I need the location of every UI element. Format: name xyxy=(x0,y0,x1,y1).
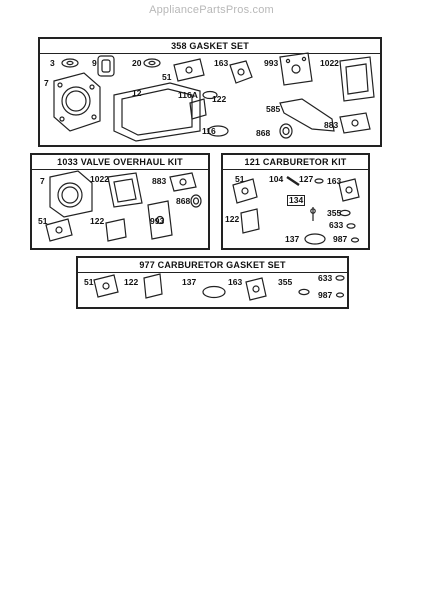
part-label: 868 xyxy=(256,128,271,138)
carburetor-gasket-set-panel: 977 CARBURETOR GASKET SET 51 122 137 163… xyxy=(76,256,349,309)
part-label: 116 xyxy=(202,126,216,136)
part-label: 51 xyxy=(235,174,245,184)
gasket-set-panel: 358 GASKET SET xyxy=(38,37,382,147)
part-label: 1022 xyxy=(90,174,109,184)
part-label: 122 xyxy=(212,94,227,104)
part-label: 3 xyxy=(50,58,55,68)
part-label: 51 xyxy=(84,277,94,287)
part-label: 7 xyxy=(44,78,49,88)
part-label: 163 xyxy=(228,277,243,287)
panel-title: 1033 VALVE OVERHAUL KIT xyxy=(32,155,208,170)
part-label: 137 xyxy=(182,277,197,287)
valve-kit-drawing xyxy=(45,170,202,242)
part-label: 20 xyxy=(132,58,142,68)
watermark: AppliancePartsPros.com xyxy=(149,4,274,16)
part-label: 883 xyxy=(324,120,339,130)
carburetor-kit-panel: 121 CARBURETOR KIT 51 104 127 163 xyxy=(221,153,370,250)
part-label: 585 xyxy=(266,104,281,114)
part-label: 137 xyxy=(285,234,300,244)
part-label: 122 xyxy=(90,216,105,226)
part-label: 868 xyxy=(176,196,191,206)
valve-overhaul-kit-panel: 1033 VALVE OVERHAUL KIT 7 1022 883 868 5… xyxy=(30,153,210,250)
part-label: 355 xyxy=(327,208,342,218)
carb-gasket-drawing xyxy=(93,273,345,301)
part-label: 987 xyxy=(318,290,333,300)
part-label: 104 xyxy=(269,174,284,184)
part-label: 163 xyxy=(214,58,229,68)
part-label-boxed: 134 xyxy=(287,195,306,206)
part-label: 355 xyxy=(278,277,293,287)
part-label: 9 xyxy=(92,58,97,68)
part-label: 163 xyxy=(327,176,342,186)
carb-kit-drawing xyxy=(232,176,360,245)
part-label: 633 xyxy=(329,220,344,230)
part-label: 51 xyxy=(38,216,48,226)
part-label: 993 xyxy=(150,216,165,226)
part-label: 116A xyxy=(178,90,198,100)
part-label: 1022 xyxy=(320,58,339,68)
panel-title: 358 GASKET SET xyxy=(40,39,380,54)
part-label: 7 xyxy=(40,176,45,186)
gasket-set-drawing xyxy=(53,52,375,142)
part-label: 633 xyxy=(318,273,333,283)
panel-title: 977 CARBURETOR GASKET SET xyxy=(78,258,347,273)
part-label: 883 xyxy=(152,176,167,186)
part-label: 993 xyxy=(264,58,279,68)
part-label: 12 xyxy=(132,88,142,98)
part-label: 122 xyxy=(225,214,240,224)
part-label: 122 xyxy=(124,277,139,287)
part-label: 127 xyxy=(299,174,314,184)
part-label: 987 xyxy=(333,234,348,244)
panel-title: 121 CARBURETOR KIT xyxy=(223,155,368,170)
part-label: 51 xyxy=(162,72,172,82)
